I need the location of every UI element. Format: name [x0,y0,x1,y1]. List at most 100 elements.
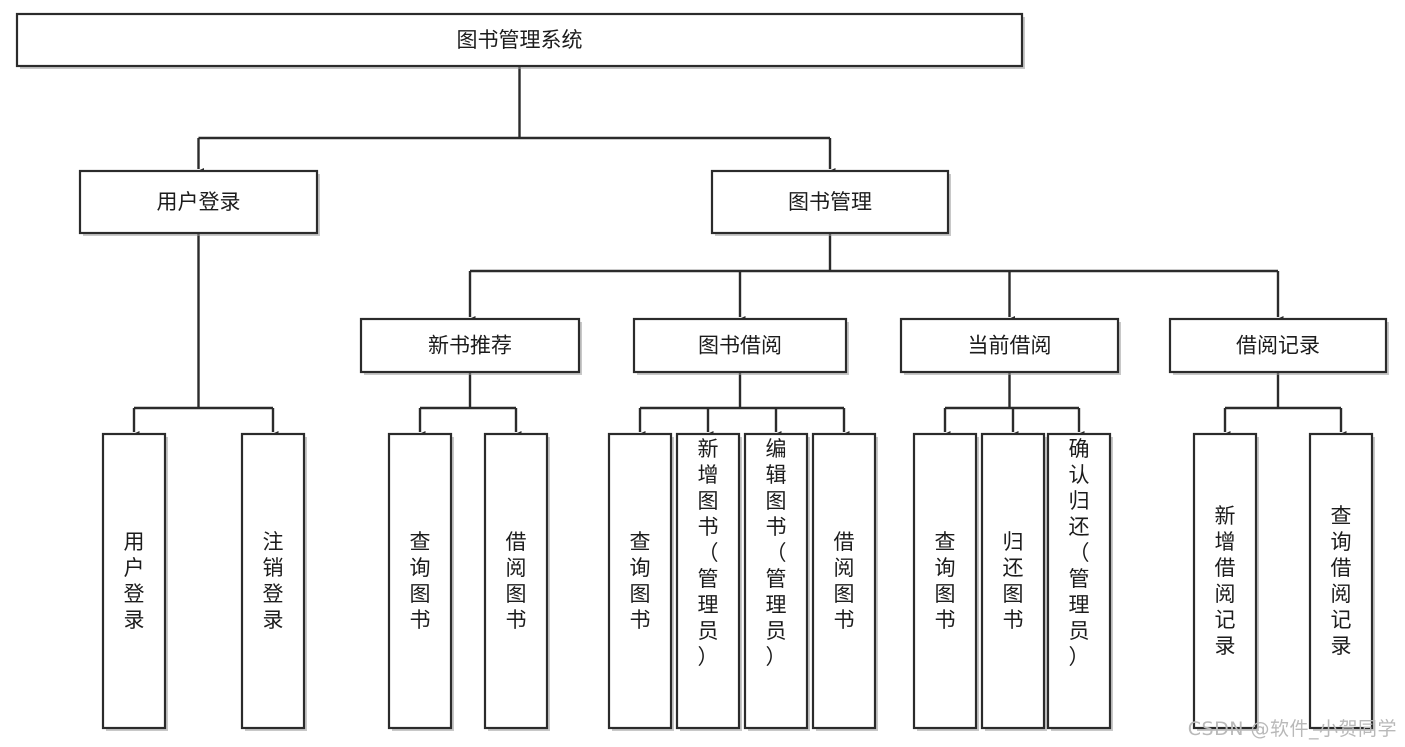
svg-text:录: 录 [1331,634,1352,658]
node-level3-borrow-record[interactable] [1168,317,1389,375]
node-leaf-leaf-query-book-3[interactable] [912,432,979,731]
svg-text:还: 还 [1069,515,1090,539]
csdn-watermark: CSDN @软件_小贺同学 [1187,718,1397,740]
svg-text:理: 理 [1069,593,1090,617]
node-level3-new-book-rec-label: 新书推荐 [428,334,512,358]
svg-text:图: 图 [410,582,431,606]
svg-text:新: 新 [698,437,719,461]
node-level3-current-borrow[interactable] [899,317,1121,375]
svg-text:增: 增 [698,463,719,487]
svg-text:新: 新 [1215,504,1236,528]
node-leaf-leaf-logout[interactable] [240,432,307,731]
svg-text:理: 理 [698,593,719,617]
node-leaf-leaf-return-book[interactable] [980,432,1047,731]
svg-text:书: 书 [935,608,956,632]
svg-text:）: ） [698,645,719,669]
svg-text:询: 询 [630,556,651,580]
svg-text:查: 查 [630,530,651,554]
svg-text:图: 图 [834,582,855,606]
node-level3-book-borrow[interactable] [632,317,849,375]
svg-text:图: 图 [698,489,719,513]
node-level3-book-borrow-label: 图书借阅 [698,334,782,358]
node-level3-current-borrow-label: 当前借阅 [968,334,1052,358]
svg-text:询: 询 [410,556,431,580]
node-level2-book-manage-label: 图书管理 [788,190,872,214]
svg-text:书: 书 [766,515,787,539]
svg-text:）: ） [766,645,787,669]
svg-text:记: 记 [1215,608,1236,632]
node-level3-borrow-record-label: 借阅记录 [1236,334,1320,358]
svg-text:户: 户 [124,556,145,580]
node-level2-book-manage[interactable] [710,169,951,236]
nodes-layer: 图书管理系统用户登录图书管理新书推荐图书借阅当前借阅借阅记录用户登录注销登录查询… [15,12,1389,731]
svg-text:阅: 阅 [1215,582,1236,606]
svg-text:确: 确 [1069,437,1090,461]
svg-text:归: 归 [1003,530,1024,554]
svg-text:还: 还 [1003,556,1024,580]
svg-text:借: 借 [1215,556,1236,580]
svg-text:图: 图 [1003,582,1024,606]
node-leaf-leaf-borrow-book-1[interactable] [483,432,550,731]
svg-text:管: 管 [1069,567,1090,591]
svg-text:查: 查 [935,530,956,554]
node-leaf-leaf-borrow-book-2[interactable] [811,432,878,731]
svg-text:（: （ [766,541,787,565]
node-leaf-leaf-query-book-2[interactable] [607,432,674,731]
svg-text:记: 记 [1331,608,1352,632]
svg-text:录: 录 [263,608,284,632]
svg-text:询: 询 [1331,530,1352,554]
svg-text:员: 员 [1069,619,1090,643]
node-level2-user-login-label: 用户登录 [157,190,241,214]
edges-layer [128,66,1347,441]
svg-text:辑: 辑 [766,463,787,487]
node-root-system[interactable] [15,12,1025,69]
svg-text:增: 增 [1215,530,1236,554]
svg-text:录: 录 [124,608,145,632]
svg-text:）: ） [1069,645,1090,669]
svg-text:管: 管 [766,567,787,591]
svg-text:注: 注 [263,530,284,554]
svg-text:（: （ [698,541,719,565]
svg-text:阅: 阅 [834,556,855,580]
svg-text:登: 登 [263,582,284,606]
node-leaf-leaf-query-book-1[interactable] [387,432,454,731]
node-leaf-leaf-user-login[interactable] [101,432,168,731]
svg-text:员: 员 [766,619,787,643]
svg-text:归: 归 [1069,489,1090,513]
svg-text:阅: 阅 [1331,582,1352,606]
svg-text:书: 书 [506,608,527,632]
svg-text:书: 书 [410,608,431,632]
node-root-system-label: 图书管理系统 [457,28,583,52]
node-leaf-leaf-add-book[interactable] [675,432,742,731]
svg-text:图: 图 [506,582,527,606]
svg-text:阅: 阅 [506,556,527,580]
svg-text:登: 登 [124,582,145,606]
svg-text:图: 图 [935,582,956,606]
node-leaf-leaf-add-record[interactable] [1192,432,1259,731]
svg-text:认: 认 [1069,463,1090,487]
svg-text:管: 管 [698,567,719,591]
svg-text:借: 借 [506,530,527,554]
node-leaf-leaf-user-login-label: 用户登录 [124,530,145,632]
svg-text:书: 书 [630,608,651,632]
svg-text:图: 图 [630,582,651,606]
node-level3-new-book-rec[interactable] [359,317,582,375]
svg-text:查: 查 [410,530,431,554]
svg-text:书: 书 [1003,608,1024,632]
svg-text:员: 员 [698,619,719,643]
node-leaf-leaf-query-record[interactable] [1308,432,1375,731]
node-leaf-leaf-edit-book[interactable] [743,432,810,731]
node-leaf-leaf-confirm-return[interactable] [1046,432,1113,731]
svg-text:用: 用 [124,530,145,554]
node-level2-user-login[interactable] [78,169,320,236]
